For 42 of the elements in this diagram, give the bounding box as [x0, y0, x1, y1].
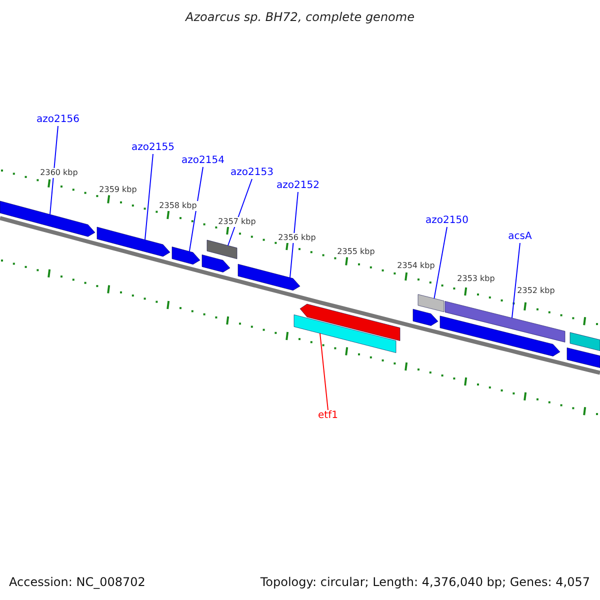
gene-block — [418, 294, 444, 312]
footer-text: Topology: circular; Length: 4,376,040 bp; Genes: 4,057 — [260, 575, 590, 589]
scale-label: 2359 kbp — [98, 185, 138, 195]
leader-line — [50, 126, 58, 215]
gene-label: azo2153 — [230, 167, 274, 179]
leader-line — [290, 192, 298, 278]
gene-feature — [566, 348, 600, 368]
gene-block — [206, 240, 238, 260]
scale-label: 2352 kbp — [516, 286, 556, 296]
gene-feature — [440, 316, 560, 356]
gene-label: azo2155 — [132, 142, 174, 154]
leader-line — [320, 332, 328, 410]
gene-label: azo2156 — [36, 114, 80, 126]
scale-label: 2360 kbp — [39, 168, 79, 178]
gene-block — [444, 301, 566, 342]
leader-line — [144, 154, 154, 240]
scale-label: 2355 kbp — [336, 247, 376, 257]
leader-line — [512, 242, 520, 318]
gene-feature — [96, 226, 170, 257]
leader-line — [434, 226, 448, 299]
diagram-title: Azoarcus sp. BH72, complete genome — [186, 10, 414, 24]
gene-block — [570, 332, 600, 351]
scale-label: 2356 kbp — [277, 233, 317, 243]
gene-feature — [412, 308, 438, 326]
gene-label: azo2152 — [276, 180, 320, 192]
footer-text: Accession: NC_008702 — [9, 575, 146, 589]
gene-label: azo2154 — [182, 155, 224, 167]
gene-label: acsA — [508, 231, 532, 243]
gene-block — [294, 314, 396, 353]
gene-feature — [300, 304, 400, 341]
gene-feature — [0, 200, 96, 237]
gene-feature — [172, 246, 200, 265]
scale-label: 2358 kbp — [158, 201, 198, 211]
scale-label: 2357 kbp — [217, 217, 257, 227]
scale-label: 2353 kbp — [456, 274, 496, 284]
leader-line — [228, 178, 252, 246]
gene-feature — [202, 254, 230, 272]
gene-feature — [238, 264, 300, 291]
leader-line — [188, 166, 204, 252]
gene-label: etf1 — [318, 410, 338, 422]
scale-label: 2354 kbp — [396, 261, 436, 271]
gene-label: azo2150 — [426, 215, 468, 227]
